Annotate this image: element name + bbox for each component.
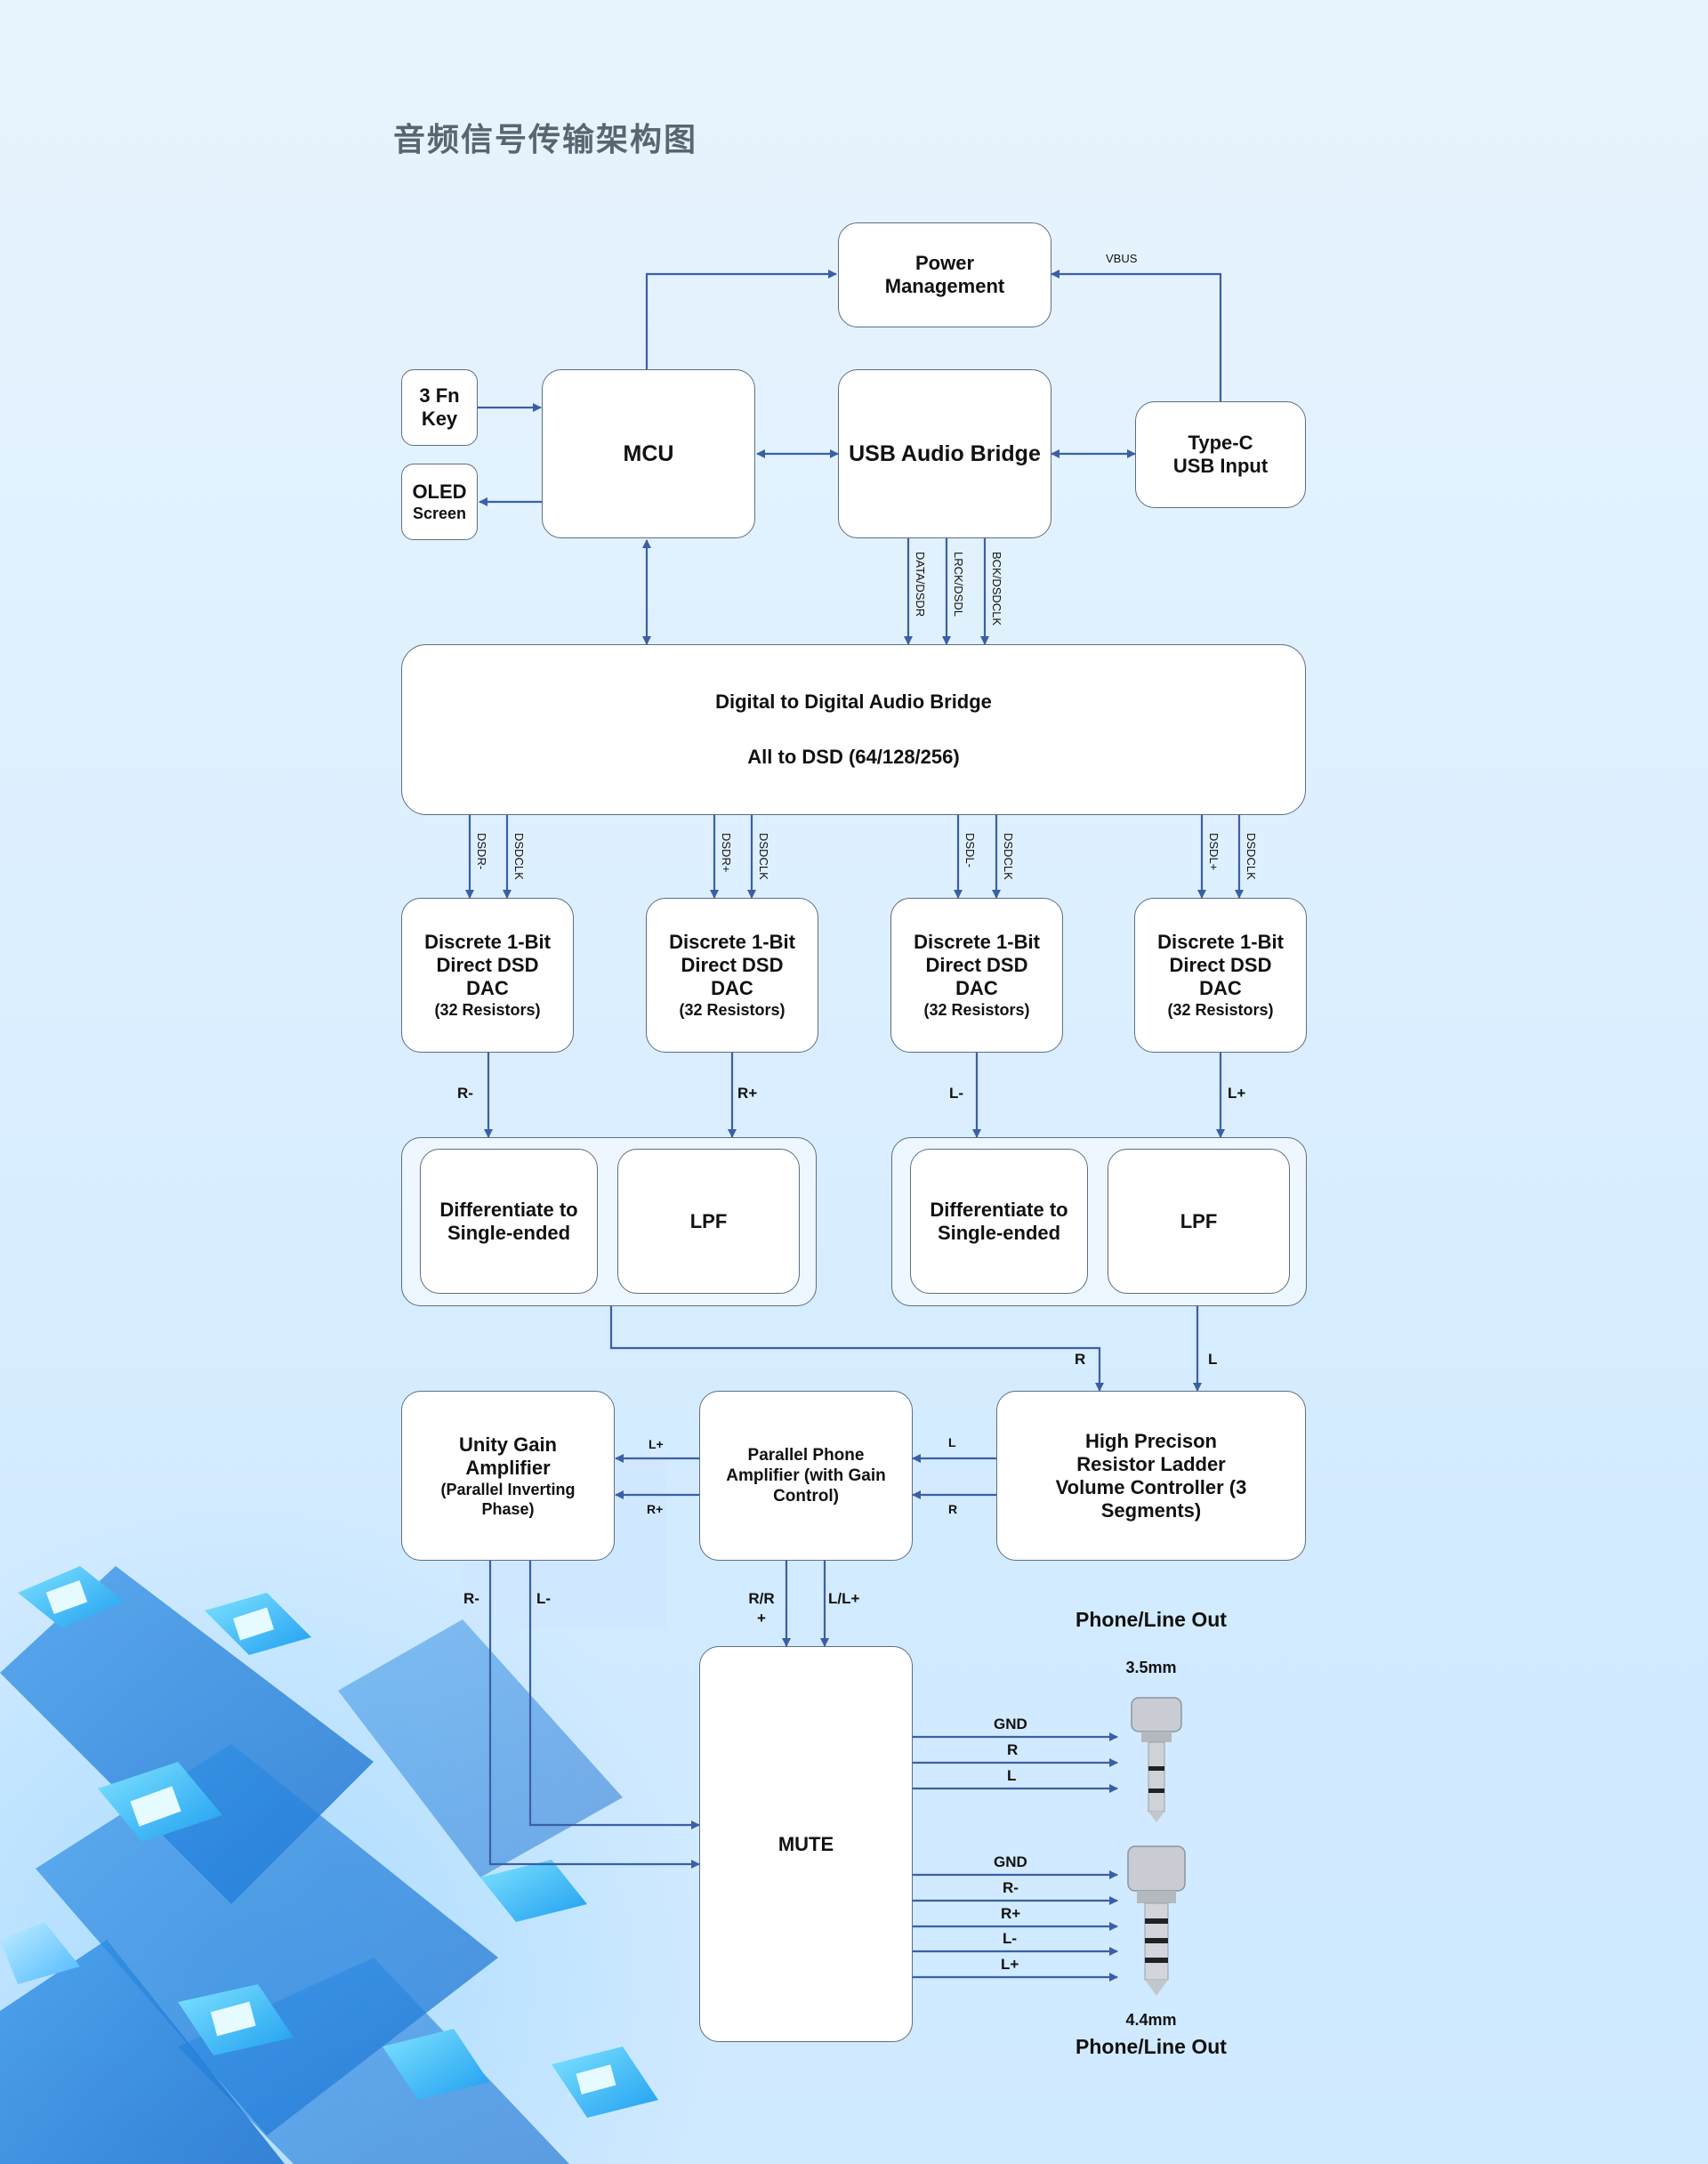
jack44-title: Phone/Line Out [1076,2035,1227,2058]
dac-sub-label: (32 Resistors) [1167,1001,1274,1019]
dac-block-r-plus: Discrete 1-Bit Direct DSD DAC (32 Resist… [646,898,818,1053]
dac-sub-label: (32 Resistors) [434,1001,541,1019]
dac-block-l-plus: Discrete 1-Bit Direct DSD DAC (32 Resist… [1134,898,1307,1053]
oled-label: OLED [412,480,467,503]
dac-sub-label: (32 Resistors) [923,1001,1030,1019]
unity-lminus-label: L- [536,1590,552,1607]
jack44-gnd-label: GND [994,1853,1027,1870]
r-plus-label: R+ [737,1085,758,1102]
dd-bridge-line1: Digital to Digital Audio Bridge [715,690,992,713]
r-label: R [1075,1351,1086,1368]
dd-bridge-line2: All to DSD (64/128/256) [747,746,960,768]
mute-label: MUTE [777,1832,834,1855]
vbus-label: VBUS [1106,252,1138,265]
amp-rplus-label: R+ [647,1502,664,1516]
lpf-block-right: LPF [617,1149,800,1294]
dsdl-minus-label: DSDL- [963,833,977,868]
diff-to-se-label: Differentiate to Single-ended [930,1198,1068,1244]
diff-to-se-block-right: Differentiate to Single-ended [420,1149,598,1294]
vol-l-label: L [948,1435,956,1449]
digital-audio-bridge-block: Digital to Digital Audio Bridge All to D… [401,644,1306,815]
type-c-input-block: Type-C USB Input [1135,401,1306,508]
arrow-mcu-to-power [645,270,837,369]
volume-controller-block: High Precison Resistor Ladder Volume Con… [996,1391,1306,1561]
arrow-unity-lminus [528,1561,700,1829]
dac-label: Discrete 1-Bit Direct DSD DAC [424,931,551,999]
dsdr-minus-label: DSDR- [475,833,488,870]
arrow-vbus-to-power [1051,270,1222,401]
amp-lplus-label: L+ [649,1437,664,1451]
dsdclk-label: DSDCLK [1245,833,1258,880]
power-management-label: Power Management [884,252,1005,297]
lpf-label: LPF [689,1209,728,1232]
jack44-size: 4.4mm [1125,2011,1177,2029]
data-dsdr-label: DATA/DSDR [914,552,927,618]
dac-label: Discrete 1-Bit Direct DSD DAC [914,931,1040,999]
dsdclk-label: DSDCLK [512,833,526,880]
usb-audio-bridge-block: USB Audio Bridge [838,369,1051,538]
l-label: L [1208,1351,1218,1368]
diff-to-se-block-left: Differentiate to Single-ended [910,1149,1088,1294]
jack35-r-label: R [1007,1741,1019,1758]
jack-44mm-icon [1127,1845,1186,1996]
lrck-dsdl-label: LRCK/DSDL [952,552,965,617]
dsdclk-label: DSDCLK [757,833,770,880]
mcu-label: MCU [623,441,674,466]
diff-to-se-label: Differentiate to Single-ended [439,1198,578,1244]
jack35-size: 3.5mm [1125,1659,1177,1676]
bck-dsdclk-label: BCK/DSDCLK [990,552,1003,626]
dsdl-plus-label: DSDL+ [1207,833,1221,871]
arrow-r-to-volume [609,1306,1104,1392]
oled-sub-label: Screen [412,505,467,522]
arrow-unity-rminus [488,1561,700,1869]
unity-gain-amplifier-block: Unity Gain Amplifier (Parallel Inverting… [401,1391,615,1561]
unity-gain-label: Unity Gain Amplifier [458,1433,557,1479]
vol-r-label: R [948,1502,958,1516]
volume-controller-label: High Precison Resistor Ladder Volume Con… [1055,1429,1247,1522]
unity-rminus-label: R- [463,1590,479,1607]
jack35-gnd-label: GND [994,1716,1027,1732]
l-plus-label: L+ [1228,1085,1246,1102]
usb-audio-bridge-label: USB Audio Bridge [849,441,1041,466]
l-minus-label: L- [949,1085,964,1102]
parallel-phone-amp-label: Parallel Phone Amplifier (with Gain Cont… [726,1446,886,1506]
jack35-title: Phone/Line Out [1076,1608,1227,1631]
fn-key-label: 3 Fn Key [419,384,460,430]
ll-plus-label: L/L+ [828,1590,860,1607]
lpf-label: LPF [1180,1209,1218,1232]
oled-screen-block: OLED Screen [401,464,478,540]
type-c-input-label: Type-C USB Input [1172,432,1269,477]
dac-label: Discrete 1-Bit Direct DSD DAC [1157,931,1284,999]
jack44-rminus-label: R- [1003,1879,1019,1896]
jack44-rplus-label: R+ [1001,1905,1021,1922]
dsdr-plus-label: DSDR+ [720,833,733,873]
lpf-block-left: LPF [1108,1149,1290,1294]
mcu-block: MCU [542,369,755,538]
parallel-phone-amplifier-block: Parallel Phone Amplifier (with Gain Cont… [699,1391,913,1561]
rr-plus-label: R/R + [748,1590,775,1627]
dsdclk-label: DSDCLK [1002,833,1015,880]
dac-sub-label: (32 Resistors) [679,1001,786,1019]
power-management-block: Power Management [838,222,1051,327]
jack44-lplus-label: L+ [1001,1956,1019,1973]
jack44-lminus-label: L- [1003,1930,1018,1947]
dac-block-r-minus: Discrete 1-Bit Direct DSD DAC (32 Resist… [401,898,574,1053]
fn-key-block: 3 Fn Key [401,369,478,446]
jack35-l-label: L [1007,1767,1017,1784]
mute-block: MUTE [699,1646,913,2042]
dac-block-l-minus: Discrete 1-Bit Direct DSD DAC (32 Resist… [890,898,1063,1053]
page-title: 音频信号传输架构图 [393,122,698,158]
unity-gain-sub-label: (Parallel Inverting Phase) [440,1480,576,1518]
r-minus-label: R- [457,1085,473,1102]
dac-label: Discrete 1-Bit Direct DSD DAC [669,931,795,999]
jack-35mm-icon [1131,1697,1182,1822]
